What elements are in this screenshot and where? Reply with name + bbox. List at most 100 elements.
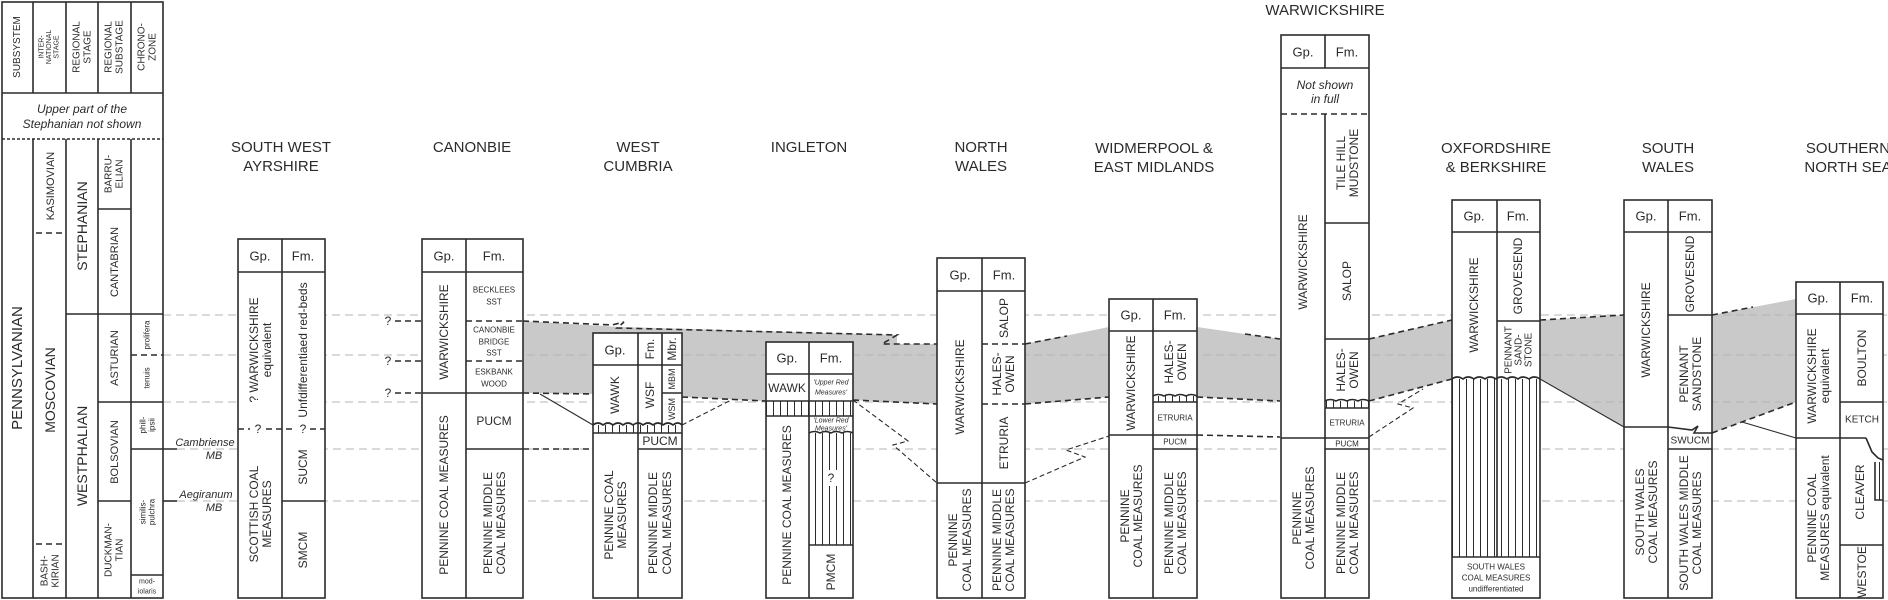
unit-warwickshire: WARWICKSHIRE [437,284,451,379]
chronozone-phillipsii: phill- [139,416,148,433]
unit-grovesend: GROVESEND [1511,237,1525,314]
unit-south-wales-coal-measures: COAL MEASURES [1646,461,1660,564]
gp-header: Gp. [1121,308,1142,323]
unit-pennine-coal-measures: PENNINE [1118,489,1132,542]
gp-header: Gp. [605,343,626,358]
unit-pucm: PUCM [476,414,511,428]
chronozone-modiolaris: mod- [139,579,156,586]
unit-sucm: SUCM [296,449,310,484]
unit-pennant-sandstone: SAND- [1514,334,1525,365]
unit-pmcm: COAL MEASURES [660,472,674,575]
header-regional-substage: SUBSTAGE [115,20,126,74]
unit-scottish-coal-measures: SCOTTISH COAL [247,465,261,562]
unit-pennant-sandstone: PENNANT [1677,345,1691,403]
unit-pmcm: PENNINE MIDDLE [1334,472,1348,574]
section-title: WIDMERPOOL & [1095,140,1213,157]
unit-tile-hill-mudstone: TILE HILL [1334,136,1348,190]
section-title: EAST MIDLANDS [1094,159,1215,176]
gp-header: Gp. [434,249,455,264]
unit-canonbie-bridge: CANONBIE [473,326,515,335]
header-chronozone: CHRONO- [137,23,148,71]
header-regional-substage: REGIONAL [104,21,115,73]
section-warwickshire: WARWICKSHIRE Gp. Fm. Not shown in full W… [1265,2,1385,599]
fm-header: Fm. [1507,209,1529,224]
section-title: AYRSHIRE [243,158,319,175]
unit-pmcm: COAL MEASURES [1175,472,1189,575]
unit-eskbank: ESKBANK [475,368,513,377]
fm-header: Fm. [820,351,842,366]
unit-swmcm: SOUTH WALES MIDDLE [1677,455,1691,591]
unit-warwickshire-equivalent: equivalent [260,322,274,377]
unit-wawk: WAWK [608,376,622,414]
not-shown-note: Stephanian not shown [23,117,142,131]
not-shown-note: Not shown [1297,78,1354,92]
unit-ketch: KETCH [1845,415,1879,426]
unit-warwickshire: WARWICKSHIRE [1467,257,1481,352]
query-mark: ? [300,422,307,436]
unit-canonbie-bridge: BRIDGE [479,338,510,347]
unit-pennine-coal-measures: PENNINE COAL MEASURES [780,425,794,585]
fm-header: Fm. [1851,291,1873,306]
unit-upper-red-measures: Measures' [815,390,848,397]
chronozone-similis-pulchra: similis- [139,499,148,524]
stage-stephanian: STEPHANIAN [74,181,90,270]
unit-warwickshire-equivalent: WARWICKSHIRE [1805,328,1819,423]
unit-lower-red-measures: Measures' [815,426,848,433]
header-chronozone: ZONE [148,33,159,61]
fm-header: Fm. [993,268,1015,283]
header-international-stage: STAGE [54,35,61,59]
unit-eskbank: WOOD [481,380,507,389]
unit-south-wales-coal-measures: SOUTH WALES [1467,563,1525,572]
unit-swmcm: COAL MEASURES [1690,472,1704,575]
unit-salop: SALOP [1340,261,1354,301]
unit-halesowen: HALES- [990,352,1004,395]
header-international-stage: NATIONAL [46,30,53,65]
stage-kasimovian: KASIMOVIAN [45,152,57,221]
unit-pmcm: PENNINE MIDDLE [1162,472,1176,574]
unit-tile-hill-mudstone: MUDSTONE [1347,129,1361,197]
section-title: OXFORDSHIRE [1441,140,1551,157]
unit-pmcm: COAL MEASURES [494,472,508,575]
unit-south-wales-coal-measures: SOUTH WALES [1633,469,1647,556]
substage-barruelian: ELIAN [115,160,126,189]
unit-becklees: BECKLEES [473,286,515,295]
section-north-wales: NORTH WALES Gp. Fm. WARWICKSHIRE PENNINE… [936,139,1026,599]
unit-canonbie-bridge: SST [486,349,502,358]
correlation-lines [522,306,1797,484]
substage-bolsovian: BOLSOVIAN [109,420,121,484]
stage-westphalian: WESTPHALIAN [74,406,90,506]
header-international-stage: INTER- [39,35,46,59]
unit-pennine-coal-measures: COAL MEASURES [1303,467,1317,570]
unit-pmcm: PENNINE MIDDLE [990,489,1004,591]
unit-smcm: SMCM [296,532,310,569]
unit-pennine-coal-measures-equivalent: MEASURES equivalent [1818,455,1832,581]
section-title: WALES [955,158,1007,175]
substage-barruelian: BARRU- [104,155,115,193]
section-oxfordshire: OXFORDSHIRE & BERKSHIRE Gp. Fm. WARWICKS… [1441,140,1551,599]
mbr-header: Mbr. [665,337,679,360]
unit-pennine-coal-measures: PENNINE COAL MEASURES [437,415,451,575]
marine-band-cambriense: MB [206,450,223,462]
section-title: WALES [1642,159,1694,176]
not-shown-note: Upper part of the [37,102,127,116]
unit-grovesend: GROVESEND [1683,235,1697,312]
chronozone-phillipsii: ipsii [148,418,157,432]
unit-pennine-coal-measures: PENNINE COAL [602,470,616,560]
section-title: NORTH SEA [1804,159,1888,176]
unit-pucm: PUCM [1335,440,1359,449]
section-title: CUMBRIA [603,158,672,175]
unit-red-beds: Unfdifferentiaed red-beds [296,282,310,417]
gp-header: Gp. [950,268,971,283]
fm-header: Fm. [643,339,657,360]
unit-warwickshire: WARWICKSHIRE [1296,214,1310,309]
section-west-cumbria: WEST CUMBRIA Gp. Fm. Mbr. WAWK PENNINE C… [592,139,683,599]
section-sw-ayrshire: SOUTH WEST AYRSHIRE Gp. Fm. ? ? ? WARWIC… [231,139,331,599]
unit-south-wales-coal-measures: undifferentiated [1468,585,1523,594]
marine-band-aegiranum: MB [206,502,223,514]
query-mark: ? [385,386,392,400]
header-subsystem: SUBSYSTEM [12,16,23,78]
fm-header: Fm. [483,249,505,264]
unit-boulton: BOULTON [1855,330,1869,387]
unit-halesowen: OWEN [1003,355,1017,392]
